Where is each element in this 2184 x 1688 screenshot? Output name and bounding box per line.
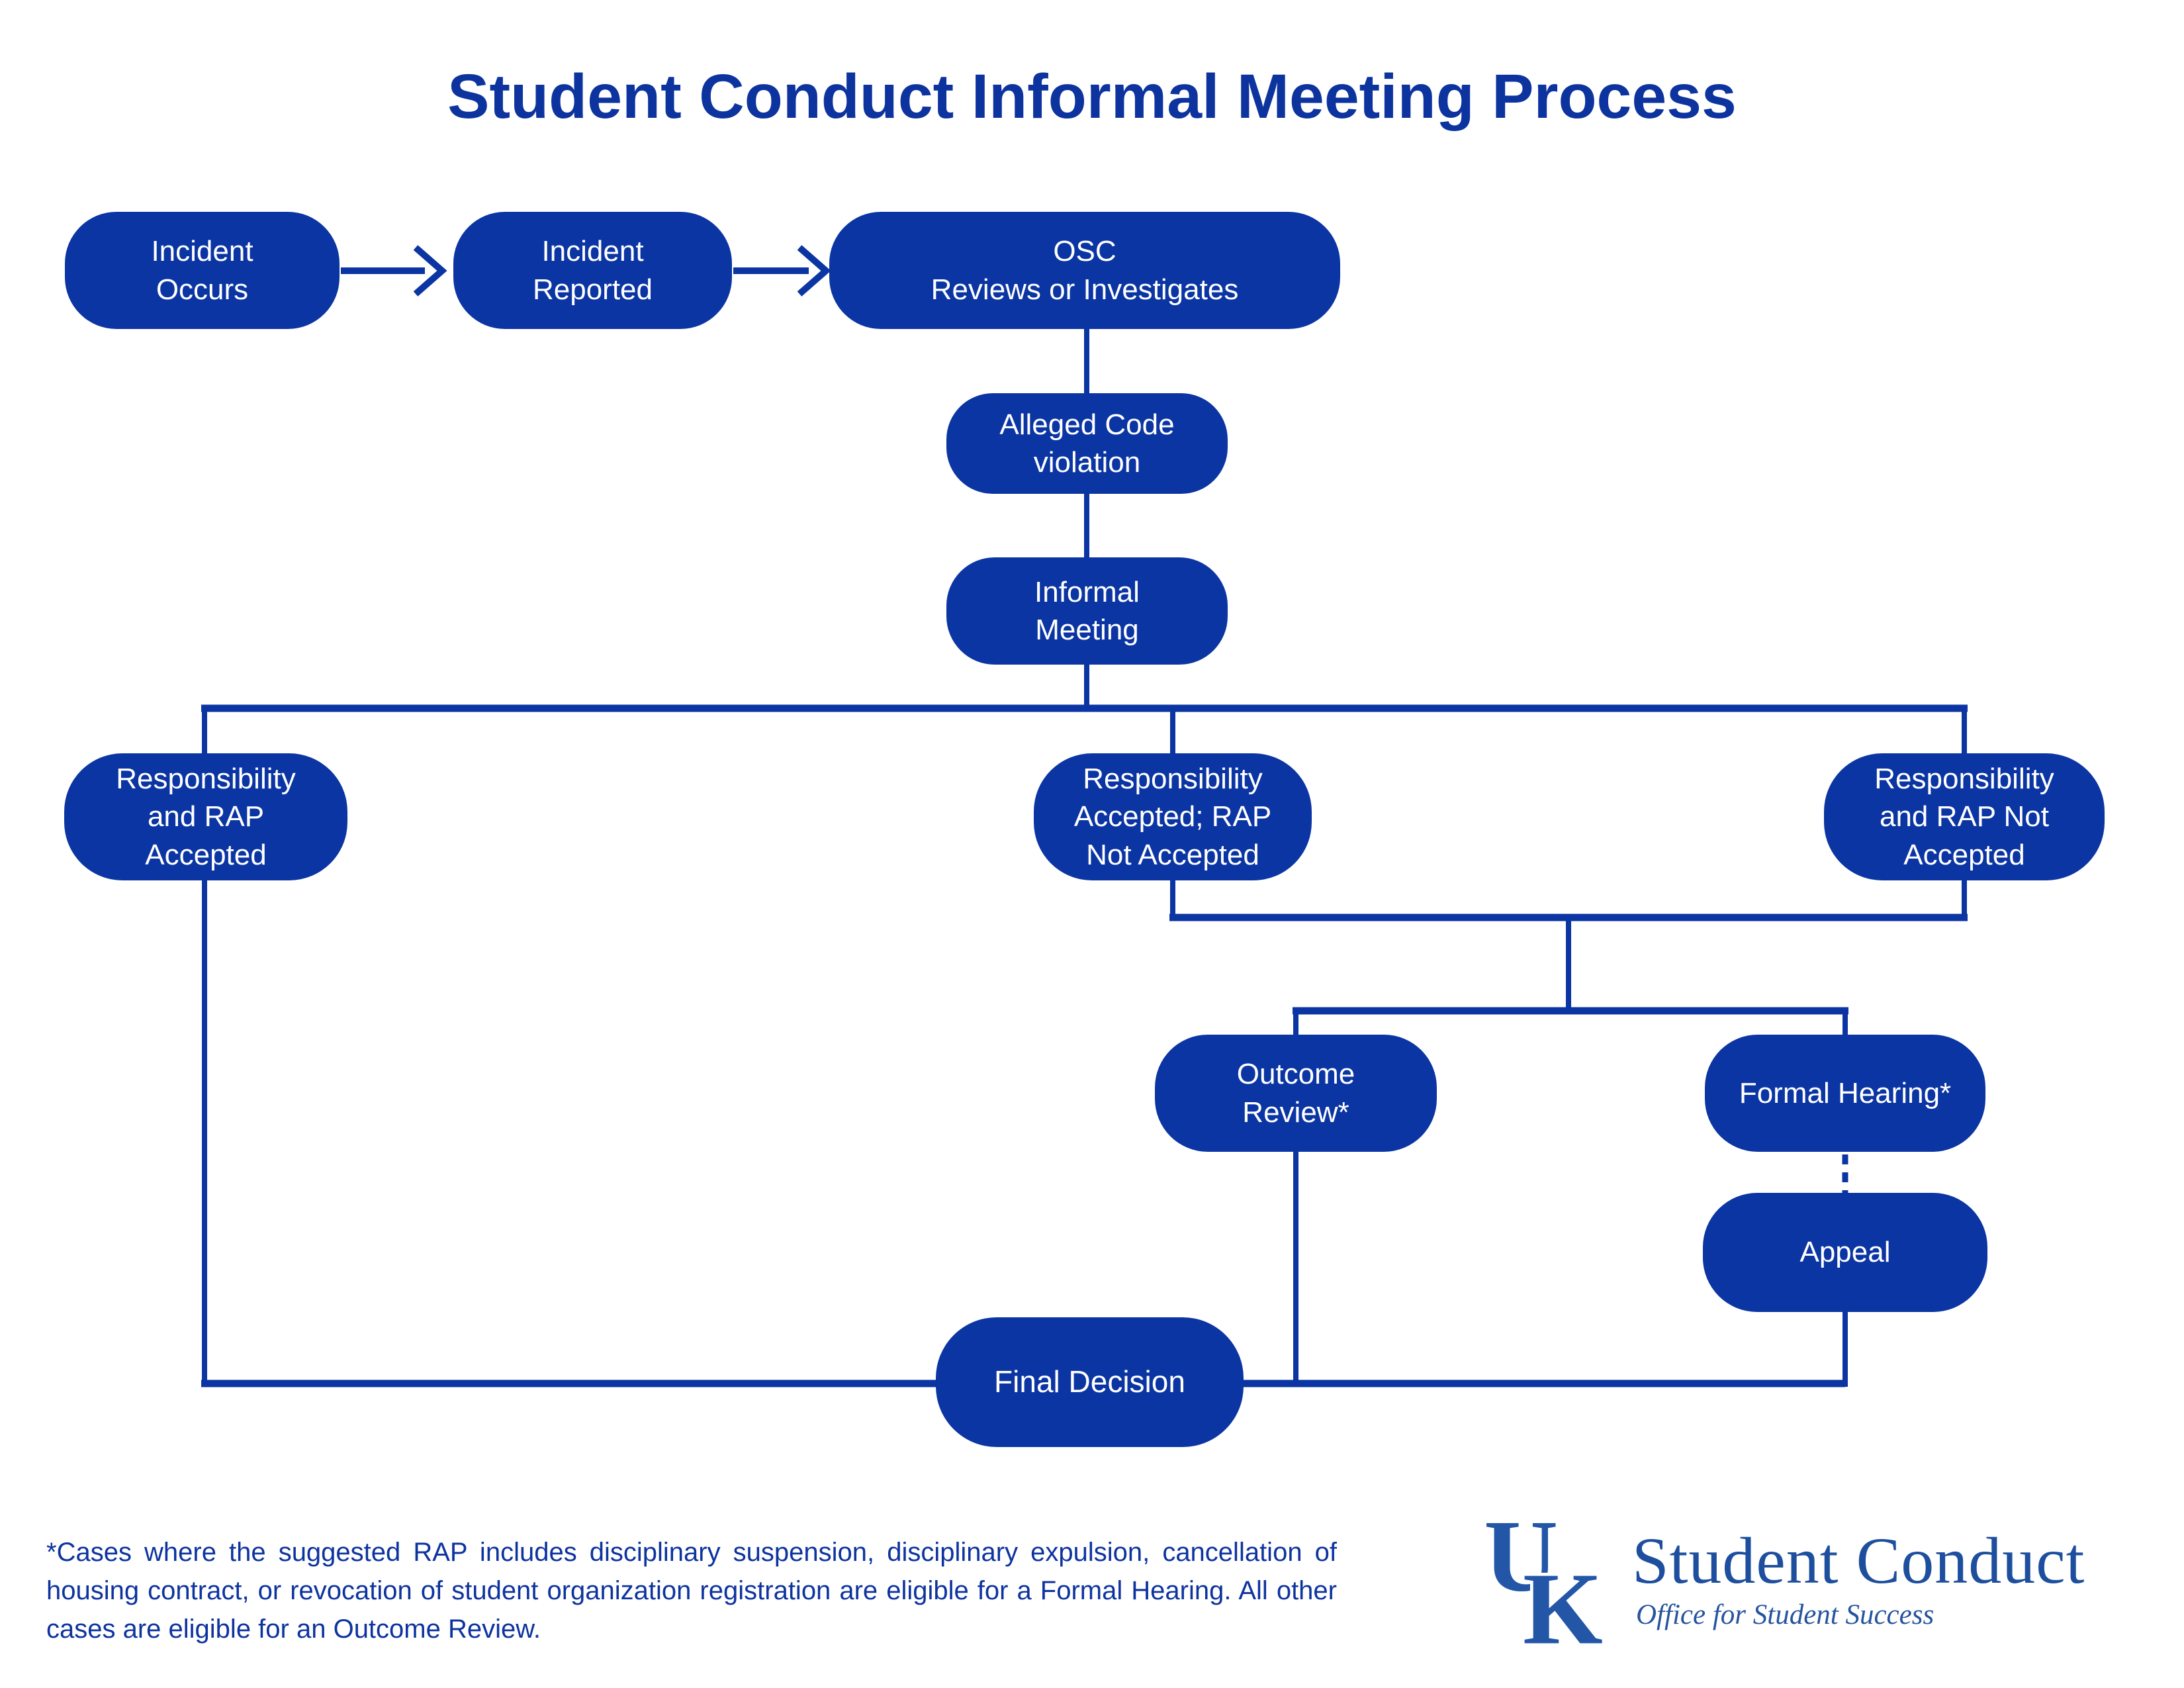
node-osc-reviews-or-investigates: OSC Reviews or Investigates: [829, 212, 1340, 329]
node-final-decision: Final Decision: [936, 1317, 1244, 1447]
uk-logo-letter-u: U: [1484, 1512, 1558, 1613]
arrow-incident-to-reported: [341, 245, 447, 297]
node-responsibility-and-rap-not-accepted: Responsibility and RAP Not Accepted: [1824, 753, 2105, 880]
node-alleged-code-violation: Alleged Code violation: [946, 393, 1228, 494]
node-incident-occurs: Incident Occurs: [65, 212, 340, 329]
arrow-reported-to-osc: [733, 245, 831, 297]
node-formal-hearing: Formal Hearing*: [1705, 1035, 1985, 1152]
page-title: Student Conduct Informal Meeting Process: [447, 62, 1737, 132]
node-responsibility-and-rap-accepted: Responsibility and RAP Accepted: [64, 753, 347, 880]
node-incident-reported: Incident Reported: [453, 212, 732, 329]
node-informal-meeting: Informal Meeting: [946, 557, 1228, 665]
footnote-text: *Cases where the suggested RAP includes …: [46, 1538, 1337, 1644]
uk-logo-letter-k: K: [1523, 1552, 1603, 1652]
node-appeal: Appeal: [1703, 1193, 1987, 1312]
logo-tagline: Office for Student Success: [1636, 1599, 1934, 1630]
logo-org-name: Student Conduct: [1632, 1524, 2085, 1597]
uk-logo-icon: U K: [1481, 1512, 1606, 1652]
node-outcome-review: Outcome Review*: [1155, 1035, 1437, 1152]
node-responsibility-accepted-rap-not-accepted: Responsibility Accepted; RAP Not Accepte…: [1034, 753, 1312, 880]
